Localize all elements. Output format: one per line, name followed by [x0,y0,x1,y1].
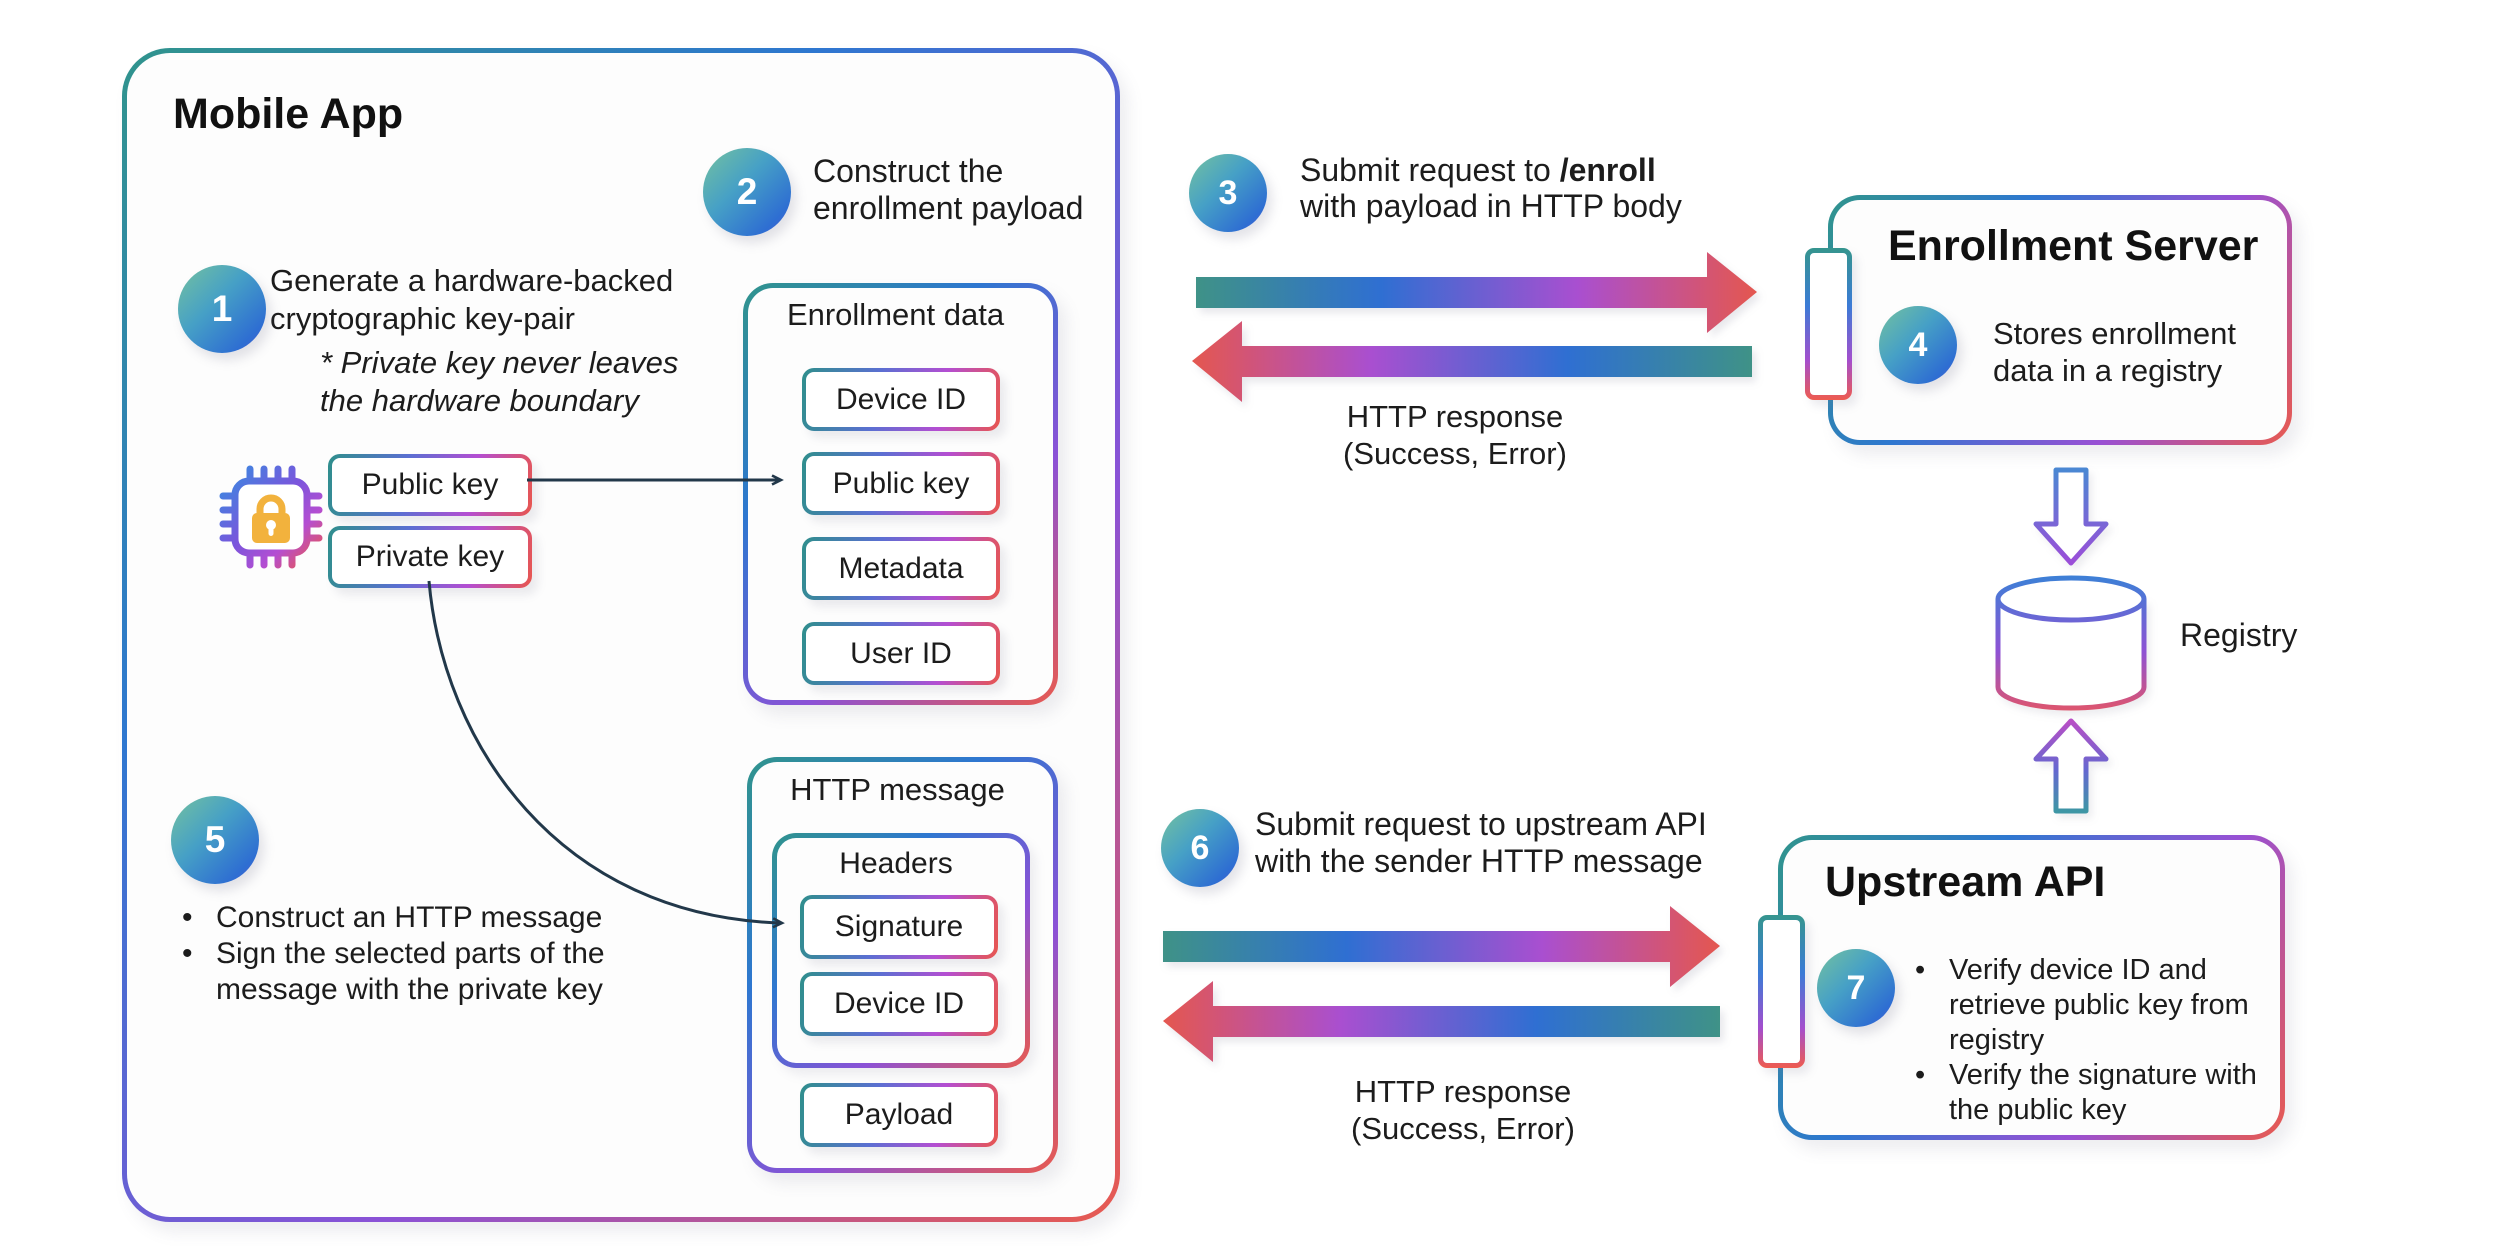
step-7-bullet: Verify the signature with the public key [1905,1058,2305,1128]
enrollment-server-title: Enrollment Server [1888,222,2259,270]
step-7-bullet: Verify device ID and retrieve public key… [1905,953,2305,1058]
enrollment-item-user-id: User ID [802,622,1000,685]
step-1-text: Generate a hardware-backed cryptographic… [270,263,674,336]
step-7-bullets: Verify device ID and retrieve public key… [1905,953,2305,1128]
mobile-app-title: Mobile App [173,90,404,138]
step-2-badge: 2 [703,148,791,236]
upstream-api-title: Upstream API [1825,858,2106,906]
public-key-box: Public key [328,454,532,516]
header-item-label: Device ID [833,987,965,1020]
step-5-number: 5 [204,819,226,860]
api-to-registry-arrow [2033,718,2109,814]
enrollment-item-label: Device ID [835,382,967,416]
step-5-badge: 5 [171,796,259,884]
header-item-signature: Signature [800,895,998,959]
step-3-number: 3 [1218,173,1238,212]
server-to-registry-arrow [2033,467,2109,566]
step-3-line2: with payload in HTTP body [1300,188,1682,224]
step-2-text: Construct the enrollment payload [813,153,1084,226]
private-key-signature-connector-arrow [427,580,781,923]
enrollment-data-title: Enrollment data [786,297,1005,332]
enrollment-item-metadata: Metadata [802,537,1000,600]
payload-box: Payload [800,1083,998,1147]
step-7-number: 7 [1846,968,1866,1007]
header-item-label: Signature [834,910,964,943]
step-4-number: 4 [1908,325,1928,364]
header-item-device-id: Device ID [800,972,998,1036]
enrollment-item-label: Metadata [838,551,964,585]
enrollment-item-device-id: Device ID [802,368,1000,431]
upstream-request-arrow [1163,906,1720,987]
step-6-badge: 6 [1161,809,1239,887]
step-3-line1: Submit request to /enroll [1300,152,1656,188]
step-3-text: Submit request to /enroll with payload i… [1300,152,1682,224]
private-key-box: Private key [328,526,532,588]
enroll-response-arrow [1192,321,1752,402]
step-6-number: 6 [1190,828,1210,867]
step-5-bullets: Construct an HTTP message Sign the selec… [172,900,622,1008]
enrollment-server-port [1805,248,1852,400]
step-6-text: Submit request to upstream API with the … [1255,806,1707,879]
upstream-response-arrow [1163,981,1720,1062]
step-4-text: Stores enrollment data in a registry [1993,316,2236,388]
step-4-badge: 4 [1879,306,1957,384]
step-7-badge: 7 [1817,949,1895,1027]
upstream-api-port [1758,915,1805,1068]
step-1-number: 1 [211,288,233,329]
step-5-bullet: Sign the selected parts of the message w… [172,936,622,1008]
public-key-label: Public key [361,468,499,501]
enrollment-item-public-key: Public key [802,452,1000,515]
payload-label: Payload [844,1098,954,1131]
step-1-badge: 1 [178,265,266,353]
step-3-badge: 3 [1189,154,1267,232]
enroll-request-arrow [1196,252,1757,333]
http-message-title: HTTP message [790,772,1005,807]
headers-title: Headers [839,847,953,880]
private-key-label: Private key [355,540,505,573]
enroll-response-label: HTTP response (Success, Error) [1343,399,1567,471]
enrollment-item-label: User ID [850,636,952,670]
registry-label: Registry [2180,617,2298,653]
registry-database-icon [1995,575,2147,711]
enroll-endpoint: /enroll [1559,152,1656,188]
step-5-bullet: Construct an HTTP message [172,900,622,936]
upstream-response-label: HTTP response (Success, Error) [1351,1074,1575,1146]
step-1-note: * Private key never leaves the hardware … [320,345,679,418]
enrollment-item-label: Public key [832,466,970,500]
lock-icon [252,494,290,543]
step-2-number: 2 [736,171,758,212]
secure-chip-icon [219,465,323,569]
